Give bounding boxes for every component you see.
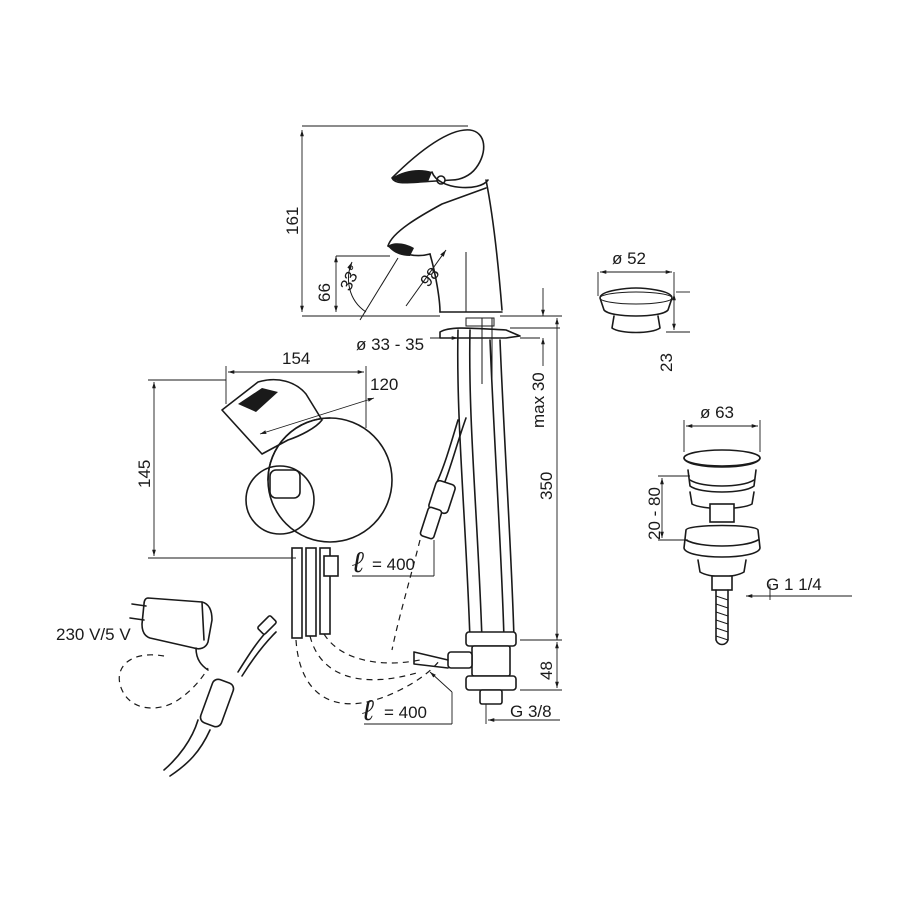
dim-cable-symbol: ℓ <box>352 546 365 579</box>
power-supply-label: 230 V/5 V <box>56 625 131 644</box>
dim-waste-range: 20 - 80 <box>645 487 664 540</box>
dim-hose-symbol: ℓ <box>362 694 375 727</box>
hose-connector <box>391 479 456 651</box>
cable-length-leader <box>352 540 435 577</box>
hose-length-leader <box>364 671 453 725</box>
control-dimensions <box>148 366 375 559</box>
dim-145: 145 <box>135 460 154 488</box>
dim-hole-diameter: ø 33 - 35 <box>356 335 424 354</box>
deck-mounting <box>430 288 560 384</box>
hoses <box>435 329 515 641</box>
waste-fitting <box>658 420 852 646</box>
dim-350: 350 <box>537 472 556 500</box>
dim-waste-diameter: ø 63 <box>700 403 734 422</box>
dim-154: 154 <box>282 349 310 368</box>
power-adapter <box>118 597 277 777</box>
dim-66: 66 <box>315 283 334 302</box>
dim-waste-thread: G 1 1/4 <box>766 575 822 594</box>
control-unit <box>221 378 393 639</box>
dim-120: 120 <box>370 375 398 394</box>
dim-max-30: max 30 <box>529 372 548 428</box>
dim-33-angle: 33° <box>336 262 364 293</box>
dim-98: 98 <box>417 264 444 291</box>
faucet-drawing <box>347 129 503 321</box>
dim-g38: G 3/8 <box>510 702 552 721</box>
dim-hose-value: = 400 <box>384 703 427 722</box>
dim-cable-value: = 400 <box>372 555 415 574</box>
dim-cap-diameter: ø 52 <box>612 249 646 268</box>
faucet-dimensions <box>300 125 468 317</box>
dashed-cables <box>295 633 441 705</box>
dim-48: 48 <box>537 661 556 680</box>
popup-cap <box>597 270 690 334</box>
dim-cap-height: 23 <box>657 353 676 372</box>
dim-161: 161 <box>283 207 302 235</box>
valve-assembly <box>413 631 562 724</box>
